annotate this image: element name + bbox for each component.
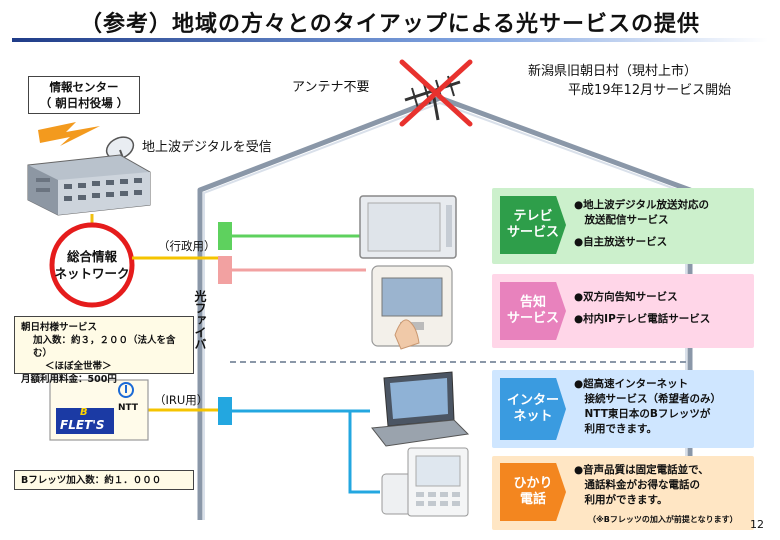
- antenna-label: アンテナ不要: [292, 80, 370, 95]
- notice-tag-line-2: サービス: [506, 311, 559, 326]
- tv-tag-line-2: サービス: [506, 225, 559, 240]
- network-line-2: ネットワーク: [54, 266, 130, 281]
- village-service-subscribers: 加入数：約３，２００（法人を含む）: [33, 335, 176, 359]
- tv-icon: [359, 195, 457, 259]
- ntt-logo-panel: [56, 408, 114, 434]
- village-service-title: 朝日村様サービス: [21, 322, 98, 333]
- net-connector-block: [218, 397, 232, 425]
- network-ring: [49, 222, 135, 308]
- phone-tag-line-1: ひかり: [513, 476, 553, 491]
- laptop-icon: [371, 371, 470, 447]
- ip-phone-icon: [381, 447, 469, 517]
- village-service-coverage: ＜ほぼ全世帯＞: [45, 361, 112, 372]
- tv-service-tag: テレビサービス: [500, 196, 566, 254]
- internet-item-4: 利用できます。: [574, 423, 657, 435]
- village-service-box: 朝日村様サービス 加入数：約３，２００（法人を含む） ＜ほぼ全世帯＞ 月額利用料…: [14, 316, 194, 385]
- network-line-1: 総合情報: [66, 249, 117, 264]
- page-title: （参考）地域の方々とのタイアップによる光サービスの提供: [79, 12, 701, 37]
- tv-connector-block: [218, 222, 232, 250]
- fiber-label: 光ファイバ: [193, 290, 207, 350]
- notice-item-1: ●双方向告知サービス: [574, 291, 678, 303]
- ntt-logo-icon: [118, 382, 134, 398]
- notice-tag-line-1: 告知: [519, 295, 546, 310]
- village-service-fee: 月額利用料金：500円: [21, 374, 117, 385]
- info-center-line-2: （ 朝日村役場 ）: [39, 96, 129, 110]
- internet-item-3: NTT東日本のBフレッツが: [574, 408, 711, 420]
- antenna-icon: [399, 59, 473, 127]
- location-line-2: 平成19年12月サービス開始: [568, 83, 732, 98]
- page-number: 12: [750, 518, 764, 531]
- bflets-logo-b: B: [80, 407, 88, 418]
- internet-item-2: 接続サービス（希望者のみ）: [574, 393, 721, 405]
- tv-service-text: ●地上波デジタル放送対応の 放送配信サービス ●自主放送サービス: [574, 198, 709, 250]
- tv-item-3: ●自主放送サービス: [574, 236, 668, 248]
- tv-item-1: ●地上波デジタル放送対応の: [574, 199, 709, 211]
- iru-label: （IRU用）: [154, 393, 209, 407]
- phone-service-tag: ひかり電話: [500, 463, 566, 521]
- phone-line: [348, 411, 380, 494]
- title-underline: [12, 38, 768, 42]
- phone-item-1: ●音声品質は固定電話並で、: [574, 464, 709, 476]
- tv-tag-line-1: テレビ: [513, 209, 553, 224]
- info-center-box: 情報センター （ 朝日村役場 ）: [28, 76, 140, 114]
- phone-tag-line-2: 電話: [519, 492, 546, 507]
- network-label: 総合情報 ネットワーク: [54, 248, 130, 282]
- internet-tag-line-2: ネット: [513, 409, 553, 424]
- admin-label: （行政用）: [158, 239, 216, 253]
- bflets-count-box: Bフレッツ加入数：約１．０００: [14, 470, 194, 490]
- phone-service-note: （※Bフレッツの加入が前提となります）: [588, 515, 738, 524]
- bflets-count: Bフレッツ加入数：約１．０００: [21, 475, 162, 486]
- internet-tag-line-1: インター: [506, 393, 559, 408]
- notice-item-2: ●村内IPテレビ電話サービス: [574, 313, 711, 325]
- notice-terminal-icon: [371, 265, 453, 350]
- info-center-building-icon: [27, 154, 151, 216]
- terrestrial-label: 地上波デジタルを受信: [142, 140, 272, 155]
- notice-service-tag: 告知サービス: [500, 282, 566, 340]
- info-center-line-1: 情報センター: [49, 80, 119, 94]
- bflets-logo-text: FLET'S: [60, 418, 105, 432]
- internet-service-text: ●超高速インターネット 接続サービス（希望者のみ） NTT東日本のBフレッツが …: [574, 377, 721, 437]
- internet-item-1: ●超高速インターネット: [574, 378, 689, 390]
- phone-service-text: ●音声品質は固定電話並で、 通話料金がお得な電話の 利用ができます。: [574, 463, 709, 508]
- location-line-1: 新潟県旧朝日村（現村上市）: [528, 64, 698, 79]
- internet-service-tag: インターネット: [500, 378, 566, 440]
- tv-item-2: 放送配信サービス: [574, 214, 669, 226]
- notice-connector-block: [218, 256, 232, 284]
- phone-item-2: 通話料金がお得な電話の: [574, 479, 700, 491]
- phone-item-3: 利用ができます。: [574, 494, 668, 506]
- notice-service-text: ●双方向告知サービス ●村内IPテレビ電話サービス: [574, 290, 710, 327]
- signal-bolt-icon: [38, 122, 100, 146]
- ntt-brand: NTT: [118, 403, 139, 413]
